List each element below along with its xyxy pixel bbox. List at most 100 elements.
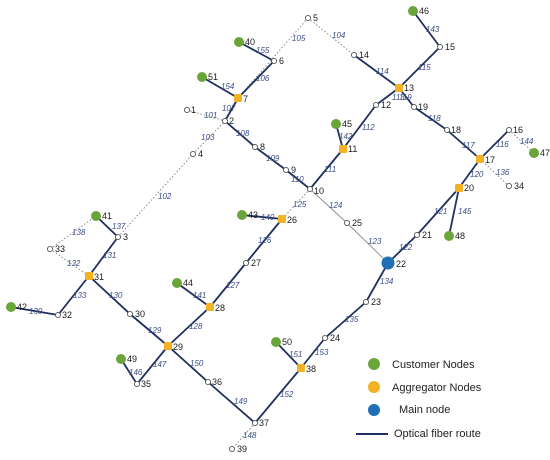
node-39 bbox=[228, 445, 236, 453]
node-label-36: 36 bbox=[212, 377, 222, 387]
node-label-21: 21 bbox=[422, 230, 432, 240]
node-label-35: 35 bbox=[141, 379, 151, 389]
edge-label-106: 106 bbox=[256, 74, 270, 83]
edge-label-114: 114 bbox=[376, 67, 389, 76]
edge-132 bbox=[49, 248, 90, 277]
node-label-9: 9 bbox=[291, 165, 296, 175]
edge-117 bbox=[446, 129, 481, 160]
edge-label-115: 115 bbox=[418, 63, 431, 72]
edge-label-133: 133 bbox=[73, 291, 87, 300]
node-31 bbox=[85, 272, 93, 280]
edge-151 bbox=[275, 341, 302, 369]
edge-121 bbox=[416, 187, 460, 236]
node-18 bbox=[443, 126, 451, 134]
edge-label-117: 117 bbox=[462, 141, 475, 150]
node-label-29: 29 bbox=[173, 342, 183, 352]
edge-label-139: 139 bbox=[29, 307, 43, 316]
node-4 bbox=[189, 150, 197, 158]
node-label-3: 3 bbox=[123, 232, 128, 242]
nodes-layer bbox=[6, 6, 539, 453]
legend-aggregator-label: Aggregator Nodes bbox=[392, 382, 482, 394]
node-41 bbox=[91, 211, 101, 221]
node-30 bbox=[126, 310, 134, 318]
node-17 bbox=[476, 155, 484, 163]
edge-label-102: 102 bbox=[158, 192, 172, 201]
edge-label-149: 149 bbox=[234, 397, 248, 406]
edge-143 bbox=[412, 10, 441, 48]
node-35 bbox=[133, 380, 141, 388]
node-label-1: 1 bbox=[191, 105, 196, 115]
edge-label-153: 153 bbox=[315, 348, 329, 357]
node-9 bbox=[282, 166, 290, 174]
node-15 bbox=[436, 43, 444, 51]
node-5 bbox=[304, 14, 312, 22]
node-32 bbox=[54, 311, 62, 319]
edge-108 bbox=[224, 120, 256, 148]
node-label-40: 40 bbox=[245, 37, 255, 47]
edge-label-141: 141 bbox=[193, 291, 206, 300]
legend-customer-label: Customer Nodes bbox=[392, 359, 475, 371]
node-44 bbox=[172, 278, 182, 288]
node-45 bbox=[331, 119, 341, 129]
edge-label-146: 146 bbox=[129, 368, 143, 377]
node-label-18: 18 bbox=[451, 125, 461, 135]
edge-label-101: 101 bbox=[204, 111, 217, 120]
edge-127 bbox=[209, 262, 247, 308]
node-26 bbox=[278, 215, 286, 223]
edge-label-147: 147 bbox=[153, 360, 167, 369]
edge-label-126: 126 bbox=[258, 236, 272, 245]
node-label-28: 28 bbox=[215, 303, 225, 313]
edge-label-109: 109 bbox=[266, 154, 280, 163]
edge-101 bbox=[186, 109, 226, 122]
node-label-22: 22 bbox=[396, 259, 406, 269]
edge-122 bbox=[387, 234, 418, 264]
edge-label-108: 108 bbox=[236, 129, 250, 138]
edge-138 bbox=[49, 215, 97, 250]
edge-label-116: 116 bbox=[496, 140, 509, 149]
edge-111 bbox=[309, 148, 344, 190]
edge-128 bbox=[167, 306, 211, 347]
edge-124 bbox=[309, 188, 348, 224]
node-22 bbox=[381, 256, 395, 270]
node-51 bbox=[197, 72, 207, 82]
edge-123 bbox=[346, 222, 389, 264]
edge-label-129: 129 bbox=[148, 326, 162, 335]
edge-label-113: 113 bbox=[392, 93, 405, 102]
node-46 bbox=[408, 6, 418, 16]
edge-label-144: 144 bbox=[520, 137, 534, 146]
node-label-20: 20 bbox=[464, 183, 474, 193]
node-label-16: 16 bbox=[513, 125, 523, 135]
edge-label-123: 123 bbox=[368, 237, 382, 246]
legend-fiber-label: Optical fiber route bbox=[394, 428, 481, 440]
edge-149 bbox=[207, 381, 256, 424]
edge-102 bbox=[117, 153, 194, 238]
node-7 bbox=[234, 94, 242, 102]
node-label-2: 2 bbox=[229, 116, 234, 126]
node-29 bbox=[164, 342, 172, 350]
legend-customer-swatch bbox=[368, 358, 380, 370]
edge-label-142: 142 bbox=[339, 132, 353, 141]
node-1 bbox=[183, 106, 191, 114]
edge-label-121: 121 bbox=[434, 207, 447, 216]
node-label-47: 47 bbox=[540, 148, 550, 158]
node-label-13: 13 bbox=[404, 83, 414, 93]
edge-105 bbox=[237, 17, 309, 99]
node-label-4: 4 bbox=[198, 149, 203, 159]
edge-label-111: 111 bbox=[324, 165, 336, 174]
node-label-25: 25 bbox=[352, 218, 362, 228]
edge-label-138: 138 bbox=[72, 228, 86, 237]
edge-137 bbox=[95, 215, 119, 238]
edge-147 bbox=[136, 345, 169, 385]
node-label-41: 41 bbox=[102, 211, 112, 221]
node-50 bbox=[271, 337, 281, 347]
node-19 bbox=[410, 103, 418, 111]
node-label-39: 39 bbox=[237, 444, 247, 454]
node-38 bbox=[297, 364, 305, 372]
edge-label-135: 135 bbox=[345, 315, 359, 324]
node-24 bbox=[321, 334, 329, 342]
edge-140 bbox=[241, 214, 283, 220]
node-23 bbox=[362, 298, 370, 306]
edge-141 bbox=[176, 282, 211, 308]
node-6 bbox=[270, 57, 278, 65]
edge-116 bbox=[479, 129, 510, 160]
